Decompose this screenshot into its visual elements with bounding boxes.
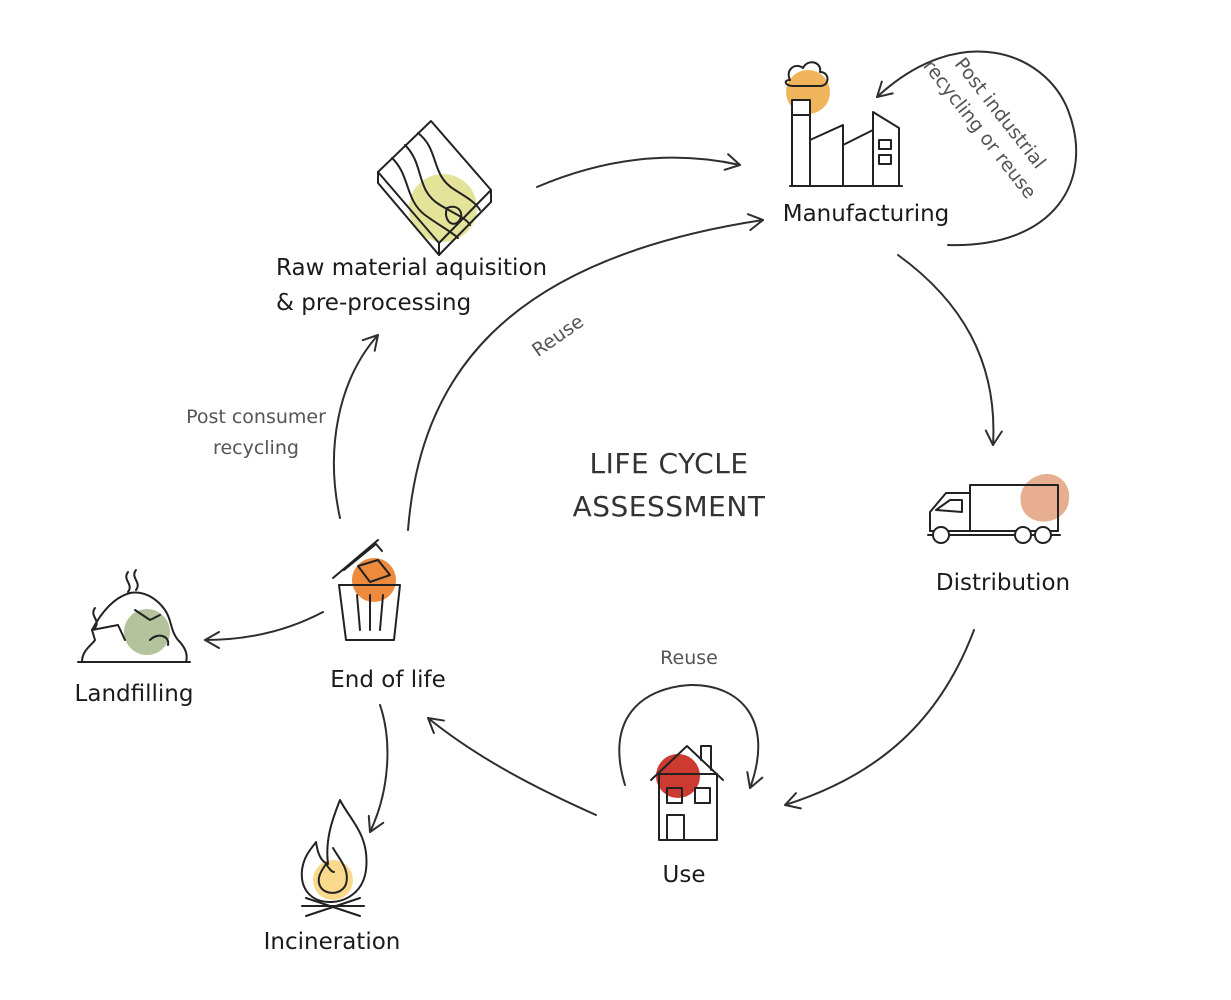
arrow-end-of-life-to-landfilling (204, 611, 324, 649)
end-of-life-label: End of life (330, 667, 446, 693)
raw-material-label-line-1: Raw material aquisition (276, 255, 547, 281)
post-consumer-label-line-1: Post consumer (186, 406, 326, 428)
arrow-use-to-end-of-life (427, 717, 597, 816)
arrow-end-of-life-to-raw-material (332, 334, 379, 519)
fire-icon (300, 799, 368, 917)
title-line-2: ASSESSMENT (573, 490, 766, 523)
manufacturing-label: Manufacturing (783, 201, 950, 227)
landfilling-label: Landfilling (75, 681, 194, 707)
post-consumer-label-line-2: recycling (213, 437, 299, 459)
use-label: Use (663, 862, 706, 888)
arrow-end-of-life-reuse (407, 213, 764, 531)
arrow-end-of-life-to-incineration (367, 704, 389, 833)
distribution-label: Distribution (936, 570, 1070, 596)
truck-icon (927, 474, 1070, 544)
wood-plank-icon (377, 120, 492, 256)
arrow-manufacturing-to-distribution (897, 254, 1003, 446)
reuse-main-label: Reuse (528, 310, 588, 361)
arrow-use-loop (618, 683, 764, 789)
arrow-distribution-to-use (784, 629, 975, 810)
reuse-use-label: Reuse (660, 647, 718, 669)
incineration-label: Incineration (264, 929, 401, 955)
factory-icon (784, 61, 903, 187)
arrow-raw-to-manufacturing (536, 153, 741, 188)
arrow-manufacturing-loop (876, 50, 1078, 247)
house-icon (650, 745, 724, 841)
landfill-icon (77, 569, 191, 663)
trash-bin-icon (332, 539, 401, 641)
title-line-1: LIFE CYCLE (589, 447, 748, 480)
raw-material-label-line-2: & pre-processing (276, 290, 471, 316)
